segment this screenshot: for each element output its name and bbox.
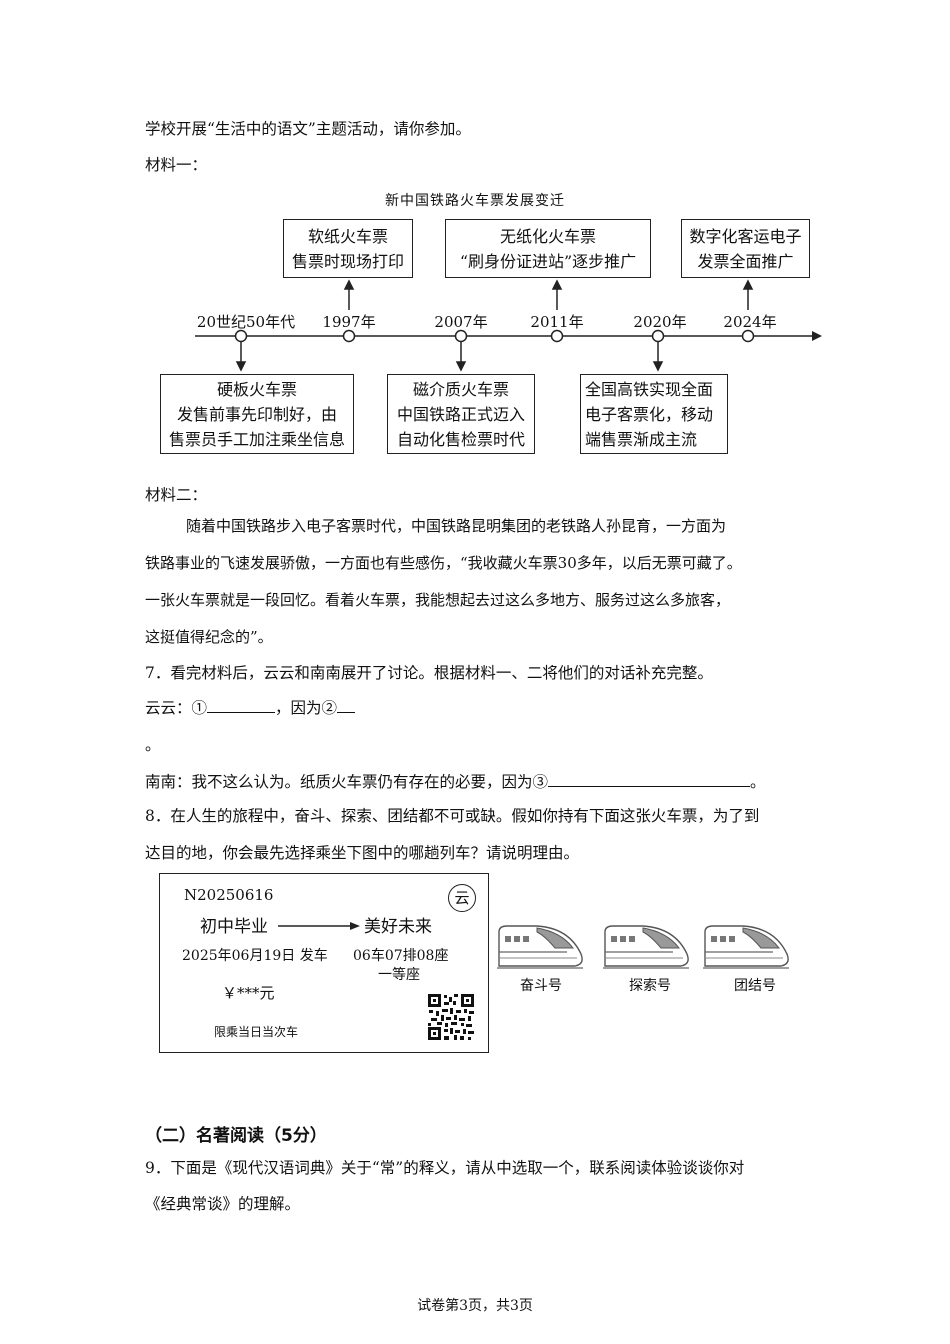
ticket-seat: 06车07排08座 bbox=[353, 948, 449, 964]
answer-blank-3[interactable] bbox=[548, 772, 751, 787]
nannan-line: 南南：我不这么认为。纸质火车票仍有存在的必要，因为③。 bbox=[145, 772, 766, 791]
year-label: 2011年 bbox=[530, 313, 584, 331]
year-label: 2007年 bbox=[434, 313, 488, 331]
ticket-arrow-icon bbox=[278, 922, 360, 930]
question-9-line1: 9．下面是《现代汉语词典》关于“常”的释义，请从中选取一个，联系阅读体验谈谈你对 bbox=[145, 1159, 745, 1177]
train-label-tuanjie: 团结号 bbox=[734, 978, 776, 994]
timeline-box-1950s: 硬板火车票 发售前事先印制好，由 售票员手工加注乘坐信息 bbox=[160, 374, 354, 454]
intro-text: 学校开展“生活中的语文”主题活动，请你参加。 bbox=[145, 120, 471, 138]
ticket-note: 限乘当日当次车 bbox=[214, 1025, 299, 1039]
timeline-title: 新中国铁路火车票发展变迁 bbox=[385, 193, 565, 209]
question-9-line2: 《经典常谈》的理解。 bbox=[145, 1195, 301, 1213]
timeline-box-2024: 数字化客运电子 发票全面推广 bbox=[681, 219, 810, 278]
trains-illustration bbox=[496, 925, 790, 969]
material1-label: 材料一： bbox=[145, 156, 208, 174]
material2-line: 铁路事业的飞速发展骄傲，一方面也有些感伤，“我收藏火车票30多年，以后无票可藏了… bbox=[145, 554, 742, 572]
year-label: 2020年 bbox=[633, 313, 687, 331]
train-label-fendou: 奋斗号 bbox=[520, 978, 562, 994]
answer-blank-2[interactable] bbox=[337, 698, 356, 713]
timeline-node bbox=[454, 329, 468, 343]
year-label: 20世纪50年代 bbox=[196, 313, 296, 331]
train-icon bbox=[702, 925, 790, 969]
timeline-axis bbox=[195, 279, 822, 372]
timeline-node bbox=[550, 329, 564, 343]
ticket-price: ￥***元 bbox=[222, 984, 275, 1002]
year-label: 1997年 bbox=[322, 313, 376, 331]
timeline-node bbox=[651, 329, 665, 343]
material2-label: 材料二： bbox=[145, 486, 208, 504]
page-footer: 试卷第3页，共3页 bbox=[417, 1298, 533, 1314]
train-icon bbox=[602, 925, 690, 969]
answer-blank-1[interactable] bbox=[207, 698, 276, 713]
train-label-tansuo: 探索号 bbox=[629, 978, 671, 994]
question-8-line2: 达目的地，你会最先选择乘坐下图中的哪趟列车？请说明理由。 bbox=[145, 844, 580, 862]
material2-line: 这挺值得纪念的”。 bbox=[145, 628, 273, 646]
section-heading: （二）名著阅读（5分） bbox=[145, 1126, 327, 1146]
question-8-line1: 8．在人生的旅程中，奋斗、探索、团结都不可或缺。假如你持有下面这张火车票，为了到 bbox=[145, 807, 760, 825]
timeline-box-2011: 无纸化火车票 “刷身份证进站”逐步推广 bbox=[445, 219, 651, 278]
timeline-box-2020: 全国高铁实现全面 电子客票化，移动 端售票渐成主流 bbox=[580, 374, 728, 454]
ticket-class: 一等座 bbox=[378, 967, 420, 983]
train-ticket: N20250616 云 初中毕业 美好未来 2025年06月19日 发车 06车… bbox=[159, 873, 489, 1053]
ticket-stamp: 云 bbox=[448, 884, 476, 912]
timeline-box-1997: 软纸火车票 售票时现场打印 bbox=[283, 219, 413, 278]
ticket-number: N20250616 bbox=[184, 886, 274, 904]
material2-line: 随着中国铁路步入电子客票时代，中国铁路昆明集团的老铁路人孙昆育，一方面为 bbox=[186, 517, 727, 535]
ticket-from: 初中毕业 bbox=[200, 917, 268, 937]
year-label: 2024年 bbox=[723, 313, 777, 331]
material2-line: 一张火车票就是一段回忆。看着火车票，我能想起去过这么多地方、服务过这么多旅客， bbox=[145, 591, 731, 609]
timeline-node bbox=[342, 329, 356, 343]
timeline-node bbox=[741, 329, 755, 343]
ticket-date: 2025年06月19日 发车 bbox=[182, 948, 328, 964]
yunyun-line: 云云：①，因为② bbox=[145, 698, 356, 718]
timeline-box-2007: 磁介质火车票 中国铁路正式迈入 自动化售检票时代 bbox=[387, 374, 535, 454]
question-7: 7．看完材料后，云云和南南展开了讨论。根据材料一、二将他们的对话补充完整。 bbox=[145, 664, 713, 682]
period: 。 bbox=[145, 736, 161, 754]
qr-code-icon bbox=[428, 994, 474, 1040]
timeline-node bbox=[234, 329, 248, 343]
train-icon bbox=[496, 925, 584, 969]
ticket-to: 美好未来 bbox=[364, 917, 432, 937]
